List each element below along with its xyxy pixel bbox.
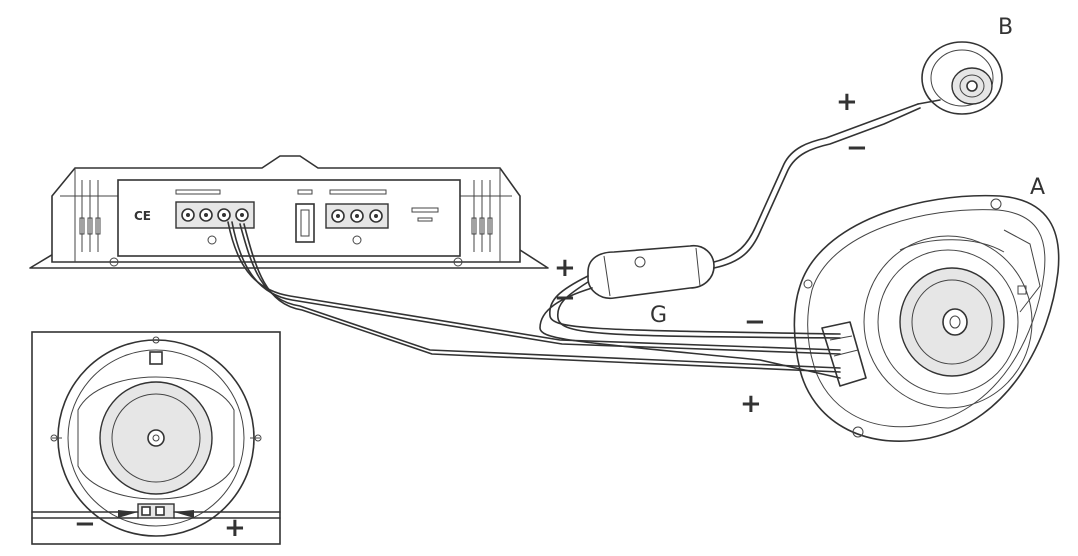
woofer-a xyxy=(793,194,1060,442)
inset-minus-sign: − xyxy=(74,509,96,539)
heatsink-left xyxy=(79,180,101,252)
inset-plus-sign: + xyxy=(224,513,246,543)
power-terminals xyxy=(325,189,389,245)
label-a: A xyxy=(1030,175,1045,200)
speaker-output-terminals xyxy=(175,189,255,245)
label-g: G xyxy=(650,303,667,328)
amplifier: CE xyxy=(29,155,549,269)
polarity-labels: + − + − − + − + xyxy=(74,87,868,543)
crossover-plus-sign: + xyxy=(554,253,576,283)
tweeter-b xyxy=(917,41,1003,115)
heatsink-right xyxy=(471,180,493,252)
crossover-g xyxy=(587,244,715,300)
ce-mark: CE xyxy=(134,209,151,223)
tweeter-minus-sign: − xyxy=(846,133,868,163)
inset-speaker-rear xyxy=(31,331,281,545)
fuse xyxy=(295,189,315,243)
label-b: B xyxy=(998,15,1013,40)
woofer-plus-sign: + xyxy=(740,389,762,419)
tweeter-plus-sign: + xyxy=(836,87,858,117)
woofer-minus-sign: − xyxy=(744,307,766,337)
crossover-minus-sign: − xyxy=(554,283,576,313)
speaker-wires xyxy=(227,103,921,379)
component-labels: B A G xyxy=(650,15,1045,328)
